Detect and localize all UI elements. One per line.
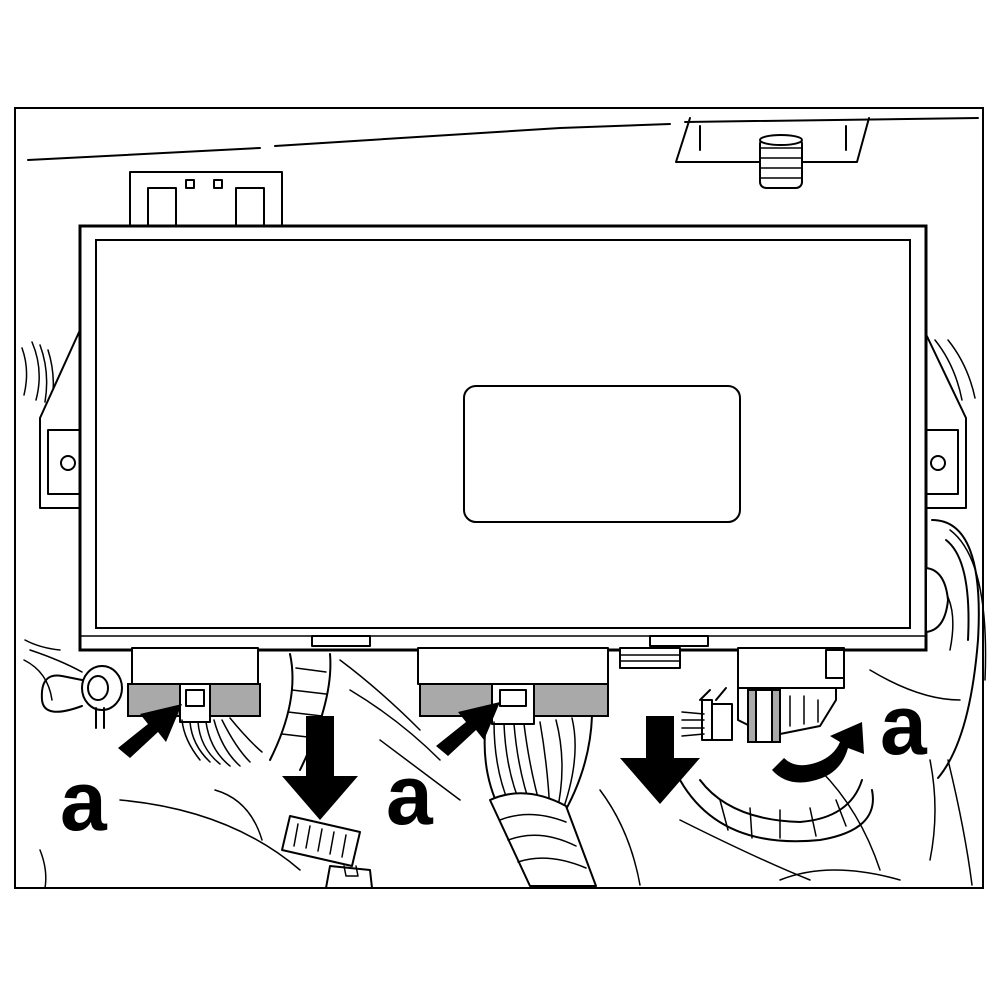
module-top-connector: [129, 171, 283, 233]
left-mounting-tab: [39, 329, 81, 509]
center-bolt: [619, 647, 681, 669]
connector-left: [127, 647, 263, 767]
figure-frame: [14, 107, 984, 889]
pointer-arrow-center: [436, 702, 500, 756]
right-mounting-tab: [923, 329, 967, 509]
module-label-area: [463, 385, 741, 523]
connector-right: [679, 647, 874, 843]
curved-rotate-arrow: [772, 722, 864, 783]
callout-label-right: a: [880, 678, 928, 772]
down-arrow-left: [282, 716, 358, 820]
threaded-stud: [759, 134, 803, 189]
background-structure: [21, 117, 987, 889]
connector-center: [417, 647, 609, 887]
down-arrow-right: [620, 716, 700, 804]
control-module: [78, 224, 949, 652]
callout-label-center: a: [386, 748, 434, 842]
released-plug-left: [281, 815, 373, 889]
callout-label-left: a: [60, 754, 108, 848]
left-grommet: [29, 649, 123, 729]
pointer-arrow-left: [118, 704, 182, 758]
